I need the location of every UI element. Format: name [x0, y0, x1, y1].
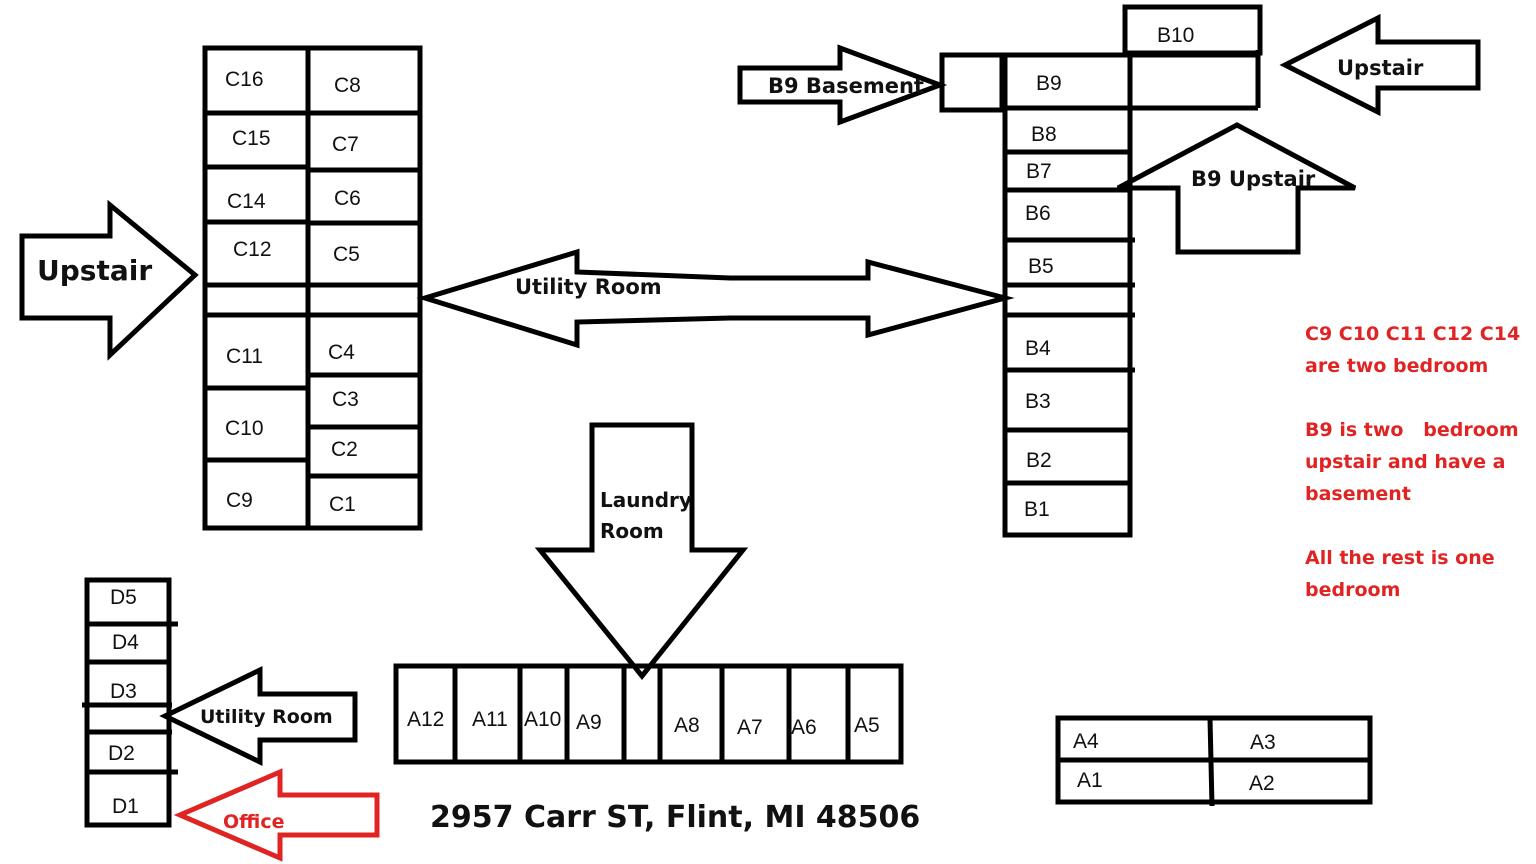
office-label: Office [223, 811, 285, 833]
unit-c12: C12 [233, 238, 272, 261]
unit-a2: A2 [1249, 772, 1275, 795]
office-arrow [173, 768, 380, 862]
unit-b8: B8 [1031, 123, 1057, 146]
unit-c3: C3 [332, 388, 359, 411]
b9-basement-label: B9 Basement [768, 74, 924, 98]
note-line-6: All the rest is one [1305, 547, 1495, 569]
unit-a11: A11 [472, 708, 508, 731]
unit-a4: A4 [1073, 730, 1099, 753]
b9-basement-arrow [737, 44, 948, 126]
building-a-row-outline [393, 663, 904, 765]
building-c-outline [202, 45, 423, 531]
b9-upstair-label: B9 Upstair [1191, 167, 1316, 191]
upstair-arrow-c [19, 199, 199, 361]
unit-a9: A9 [576, 711, 602, 734]
unit-c11: C11 [226, 345, 263, 368]
unit-c9: C9 [226, 489, 253, 512]
unit-a5: A5 [854, 714, 880, 737]
unit-b6: B6 [1025, 202, 1051, 225]
note-line-1: C9 C10 C11 C12 C14 [1305, 323, 1521, 345]
unit-a8: A8 [674, 714, 700, 737]
unit-d1: D1 [112, 795, 139, 818]
unit-b5: B5 [1028, 255, 1054, 278]
unit-b9: B9 [1036, 72, 1062, 95]
unit-a10: A10 [524, 708, 561, 731]
unit-c7: C7 [332, 133, 359, 156]
note-line-4: upstair and have a [1305, 451, 1506, 473]
upstair-arrow-b [1279, 13, 1481, 117]
d-utility-room-arrow [159, 666, 358, 766]
unit-b2: B2 [1026, 449, 1052, 472]
unit-c16: C16 [225, 68, 264, 91]
upstair-label-c: Upstair [37, 254, 152, 287]
unit-b3: B3 [1025, 390, 1051, 413]
unit-c15: C15 [232, 127, 271, 150]
unit-c6: C6 [334, 187, 361, 210]
unit-d5: D5 [110, 586, 137, 609]
unit-c2: C2 [331, 438, 358, 461]
unit-c10: C10 [225, 417, 264, 440]
unit-b10: B10 [1157, 24, 1194, 47]
b9-basement-box [939, 52, 1005, 113]
property-address: 2957 Carr ST, Flint, MI 48506 [430, 800, 921, 835]
note-line-2: are two bedroom [1305, 355, 1489, 377]
utility-room-label: Utility Room [515, 275, 662, 299]
note-line-3: B9 is two bedroom [1305, 419, 1519, 441]
unit-d2: D2 [108, 742, 135, 765]
unit-c4: C4 [328, 341, 355, 364]
unit-c1: C1 [329, 493, 356, 516]
unit-a1: A1 [1077, 769, 1103, 792]
unit-d3: D3 [110, 680, 137, 703]
unit-a6: A6 [791, 716, 817, 739]
unit-b7: B7 [1026, 160, 1052, 183]
unit-a7: A7 [737, 716, 763, 739]
utility-room-arrow [416, 248, 1015, 349]
unit-c8: C8 [334, 74, 361, 97]
b9-upstair-arrow [1116, 122, 1357, 255]
laundry-label-line2: Room [600, 519, 664, 543]
building-b-outline [1002, 52, 1133, 538]
unit-a12: A12 [407, 708, 444, 731]
unit-c14: C14 [227, 190, 266, 213]
unit-a3: A3 [1250, 731, 1276, 754]
unit-d4: D4 [112, 631, 139, 654]
laundry-room-arrow [534, 422, 749, 680]
unit-c5: C5 [333, 243, 360, 266]
note-line-5: basement [1305, 483, 1411, 505]
upstair-label-b: Upstair [1337, 56, 1424, 80]
unit-b4: B4 [1025, 337, 1051, 360]
d-utility-room-label: Utility Room [200, 706, 333, 728]
unit-b1: B1 [1024, 498, 1050, 521]
note-line-7: bedroom [1305, 579, 1401, 601]
laundry-label-line1: Laundry [600, 488, 692, 512]
